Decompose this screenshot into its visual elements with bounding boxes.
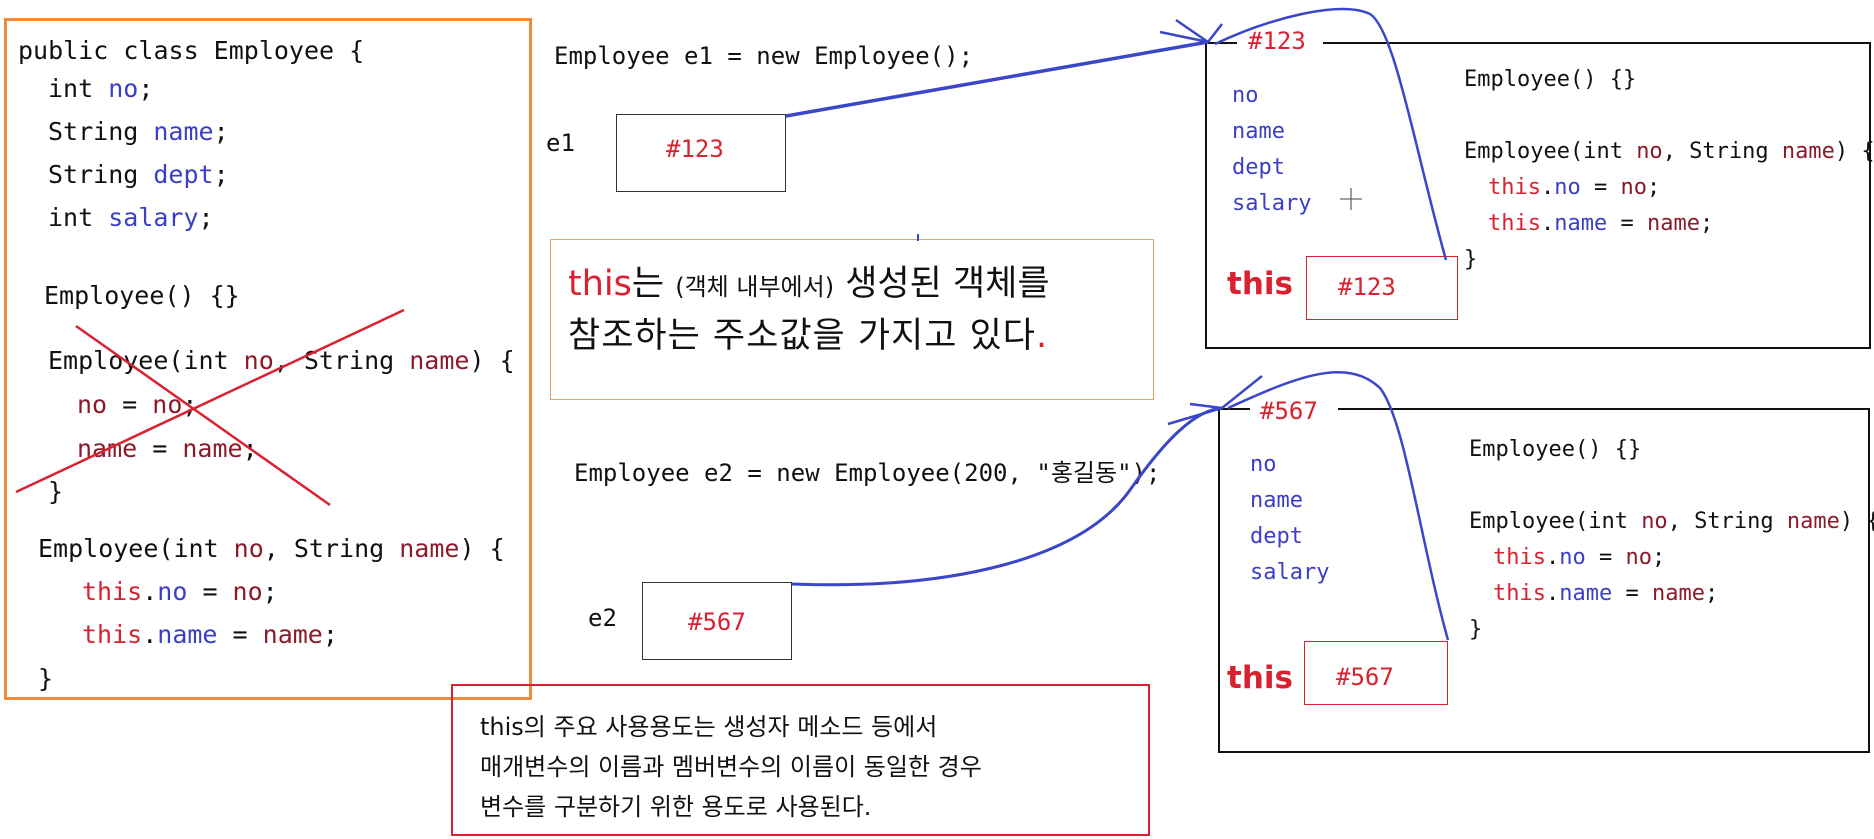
field-name: String name; [48, 117, 229, 146]
field-salary: int salary; [48, 203, 214, 232]
arrow-e2-to-object [791, 406, 1223, 587]
ref-e2-box [642, 582, 792, 660]
object-123-assign-no: this.no = no; [1488, 175, 1661, 200]
object-123-field-salary: salary [1232, 191, 1312, 216]
object-123-field-name: name [1232, 119, 1285, 144]
statement-e2: Employee e2 = new Employee(200, "홍길동"); [574, 459, 1161, 487]
cross-stroke-1 [75, 324, 331, 507]
ref-e1-value: #123 [666, 135, 724, 163]
field-no: int no; [48, 74, 154, 103]
class-header: public class Employee { [18, 36, 365, 65]
arrow-e2-head [1167, 375, 1263, 426]
object-567-address: #567 [1260, 397, 1318, 425]
this-close-brace: } [38, 664, 54, 693]
object-123-this-value: #123 [1338, 273, 1396, 301]
object-123-close-brace: } [1464, 247, 1478, 272]
object-123-box [1205, 42, 1871, 349]
object-123-ctor-default: Employee() {} [1464, 67, 1637, 92]
arrow-this567-to-object [1227, 371, 1450, 641]
note-usage-box [451, 684, 1150, 836]
note-usage-line3: 변수를 구분하기 위한 용도로 사용된다. [480, 793, 872, 821]
note-this-line2: 참조하는 주소값을 가지고 있다. [568, 316, 1049, 356]
object-123-field-no: no [1232, 83, 1259, 108]
object-567-field-name: name [1250, 488, 1303, 513]
object-567-box [1218, 408, 1870, 753]
this-constructor-signature: Employee(int no, String name) { [38, 534, 505, 563]
note-usage-line1: this의 주요 사용용도는 생성자 메소드 등에서 [480, 713, 938, 741]
object-567-close-brace: } [1469, 617, 1483, 642]
object-123-address: #123 [1248, 27, 1306, 55]
object-123-address-bg [1237, 26, 1323, 56]
this-assign-name: this.name = name; [82, 620, 338, 649]
arrow-e1-to-object [785, 40, 1209, 118]
object-123-ctor-signature: Employee(int no, String name) { [1464, 139, 1874, 164]
object-567-this-value: #567 [1336, 663, 1394, 691]
object-567-assign-name: this.name = name; [1493, 581, 1719, 606]
object-123-this-label: this [1227, 266, 1293, 302]
ref-e1-label: e1 [546, 129, 575, 157]
object-567-address-bg [1250, 394, 1338, 424]
object-567-field-no: no [1250, 452, 1277, 477]
default-constructor: Employee() {} [44, 281, 240, 310]
object-567-this-label: this [1227, 660, 1293, 696]
object-123-this-box [1306, 256, 1458, 320]
note-this-line1: this는 (객체 내부에서) 생성된 객체를 [568, 264, 1050, 304]
crossed-close-brace: } [48, 477, 64, 506]
object-123-field-dept: dept [1232, 155, 1285, 180]
object-567-ctor-default: Employee() {} [1469, 437, 1642, 462]
ref-e1-box [616, 114, 786, 192]
note-this-box [550, 239, 1154, 400]
crosshair-cursor-icon [1340, 188, 1362, 210]
ref-e2-label: e2 [588, 604, 617, 632]
object-567-assign-no: this.no = no; [1493, 545, 1666, 570]
this-assign-no: this.no = no; [82, 577, 278, 606]
object-567-this-box [1304, 641, 1448, 705]
object-567-ctor-signature: Employee(int no, String name) { [1469, 509, 1874, 534]
object-567-field-dept: dept [1250, 524, 1303, 549]
arrow-this123-to-object [1214, 7, 1448, 261]
ref-e2-value: #567 [688, 608, 746, 636]
field-dept: String dept; [48, 160, 229, 189]
cross-stroke-2 [15, 308, 405, 494]
arrow-e1-head [1159, 18, 1223, 44]
object-123-assign-name: this.name = name; [1488, 211, 1714, 236]
object-567-field-salary: salary [1250, 560, 1330, 585]
class-definition-box [4, 18, 532, 700]
note-usage-line2: 매개변수의 이름과 멤버변수의 이름이 동일한 경우 [480, 753, 982, 781]
statement-e1: Employee e1 = new Employee(); [554, 42, 974, 70]
